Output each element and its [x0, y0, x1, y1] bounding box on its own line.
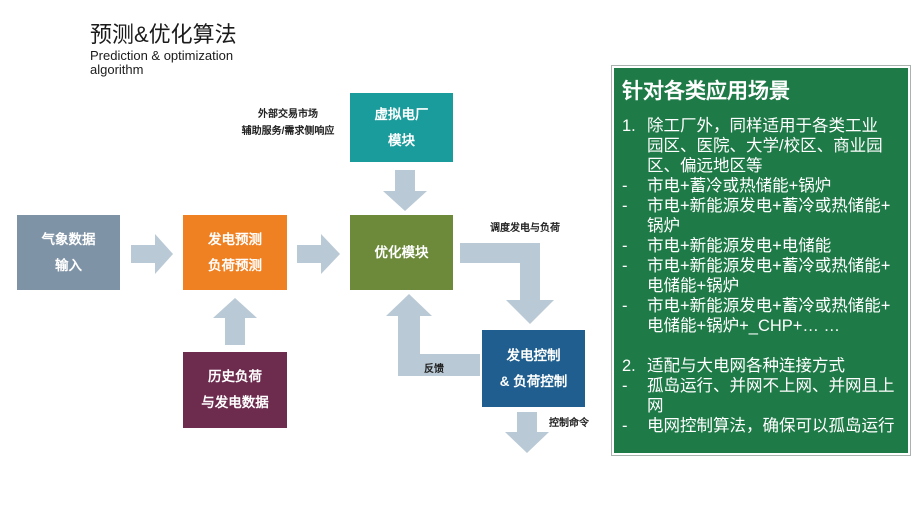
list-marker: - — [622, 197, 628, 215]
page-title: 预测&优化算法 — [90, 22, 237, 47]
list-marker: - — [622, 257, 628, 275]
arrow-control-command-out — [505, 412, 549, 453]
list-item: 2. 适配与大电网各种连接方式 — [622, 356, 908, 376]
list-marker: 2. — [622, 357, 636, 375]
application-scenarios-panel: 针对各类应用场景 1. 除工厂外，同样适用于各类工业 园区、医院、大学/校区、商… — [612, 66, 910, 455]
dispatch-arrow-label: 调度发电与负荷 — [490, 223, 560, 234]
box-label-line: 气象数据 — [41, 231, 96, 247]
list-item-line: 区、偏远地区等 — [647, 157, 763, 175]
list-marker: - — [622, 297, 628, 315]
box-label-line: 模块 — [388, 132, 415, 148]
list-item: - 市电+新能源发电+蓄冷或热储能+ 电储能+锅炉 — [622, 256, 908, 296]
list-item-line: 市电+新能源发电+蓄冷或热储能+ — [647, 257, 891, 275]
box-label-line: 发电预测 — [208, 231, 262, 247]
list-item: - 市电+新能源发电+蓄冷或热储能+ 电储能+锅炉+_CHP+… … — [622, 296, 908, 336]
list-item-line: 适配与大电网各种连接方式 — [647, 357, 845, 375]
list-item: - 孤岛运行、并网不上网、并网且上 网 — [622, 376, 908, 416]
list-item: - 电网控制算法，确保可以孤岛运行 — [622, 416, 908, 436]
list-item-line: 电网控制算法，确保可以孤岛运行 — [647, 417, 895, 435]
list-marker: - — [622, 377, 628, 395]
arrow-feedback-to-optimization — [386, 294, 480, 376]
virtual-power-plant-box: 虚拟电厂 模块 — [350, 93, 453, 162]
forecast-box: 发电预测 负荷预测 — [183, 215, 287, 290]
box-label-line: 虚拟电厂 — [374, 106, 429, 122]
list-item-line: 电储能+锅炉 — [647, 277, 740, 295]
list-marker: - — [622, 177, 628, 195]
arrow-history-to-forecast — [213, 298, 257, 345]
control-box: 发电控制 & 负荷控制 — [482, 330, 585, 407]
list-marker: - — [622, 417, 628, 435]
scenario-list: 1. 除工厂外，同样适用于各类工业 园区、医院、大学/校区、商业园 区、偏远地区… — [622, 116, 908, 436]
list-item-line: 市电+新能源发电+蓄冷或热储能+ — [647, 197, 891, 215]
feedback-arrow-label: 反馈 — [424, 364, 444, 375]
box-label-line: 历史负荷 — [208, 369, 262, 384]
list-item-line: 市电+新能源发电+蓄冷或热储能+ — [647, 297, 891, 315]
list-item-line: 市电+蓄冷或热储能+锅炉 — [647, 177, 832, 195]
market-labels: 外部交易市场 辅助服务/需求侧响应 — [230, 106, 346, 140]
list-item: - 市电+蓄冷或热储能+锅炉 — [622, 176, 908, 196]
box-label-line: 与发电数据 — [201, 395, 269, 410]
list-item-line: 网 — [647, 397, 664, 415]
box-label-line: 负荷预测 — [208, 257, 262, 273]
list-item-line: 孤岛运行、并网不上网、并网且上 — [647, 377, 895, 395]
arrow-weather-to-forecast — [131, 234, 173, 274]
box-label-line: 发电控制 — [506, 347, 561, 363]
panel-title: 针对各类应用场景 — [622, 80, 790, 103]
arrow-forecast-to-optimization — [297, 234, 340, 274]
weather-input-box: 气象数据 输入 — [17, 215, 120, 290]
list-item-line: 市电+新能源发电+电储能 — [647, 237, 832, 255]
list-item: 1. 除工厂外，同样适用于各类工业 园区、医院、大学/校区、商业园 区、偏远地区… — [622, 116, 908, 176]
page-subtitle: Prediction & optimization algorithm — [90, 48, 234, 77]
command-arrow-label: 控制命令 — [549, 418, 589, 429]
box-label-line: 优化模块 — [374, 244, 429, 260]
list-marker: - — [622, 237, 628, 255]
list-item-line: 电储能+锅炉+_CHP+… … — [647, 317, 841, 335]
arrow-dispatch-to-control — [460, 243, 554, 324]
list-item-line: 除工厂外，同样适用于各类工业 — [647, 117, 878, 135]
optimization-module-box: 优化模块 — [350, 215, 453, 290]
market-label: 辅助服务/需求侧响应 — [241, 126, 335, 137]
list-item: - 市电+新能源发电+蓄冷或热储能+ 锅炉 — [622, 196, 908, 236]
list-item-line: 锅炉 — [647, 217, 680, 235]
arrow-vpp-to-optimization — [383, 170, 427, 211]
list-item-line: 园区、医院、大学/校区、商业园 — [647, 137, 883, 155]
list-spacer — [622, 336, 908, 356]
box-label-line: & 负荷控制 — [499, 373, 568, 389]
box-label-line: 输入 — [55, 257, 82, 273]
list-marker: 1. — [622, 117, 636, 135]
history-data-box: 历史负荷 与发电数据 — [183, 352, 287, 428]
market-label: 外部交易市场 — [258, 109, 318, 120]
list-item: - 市电+新能源发电+电储能 — [622, 236, 908, 256]
